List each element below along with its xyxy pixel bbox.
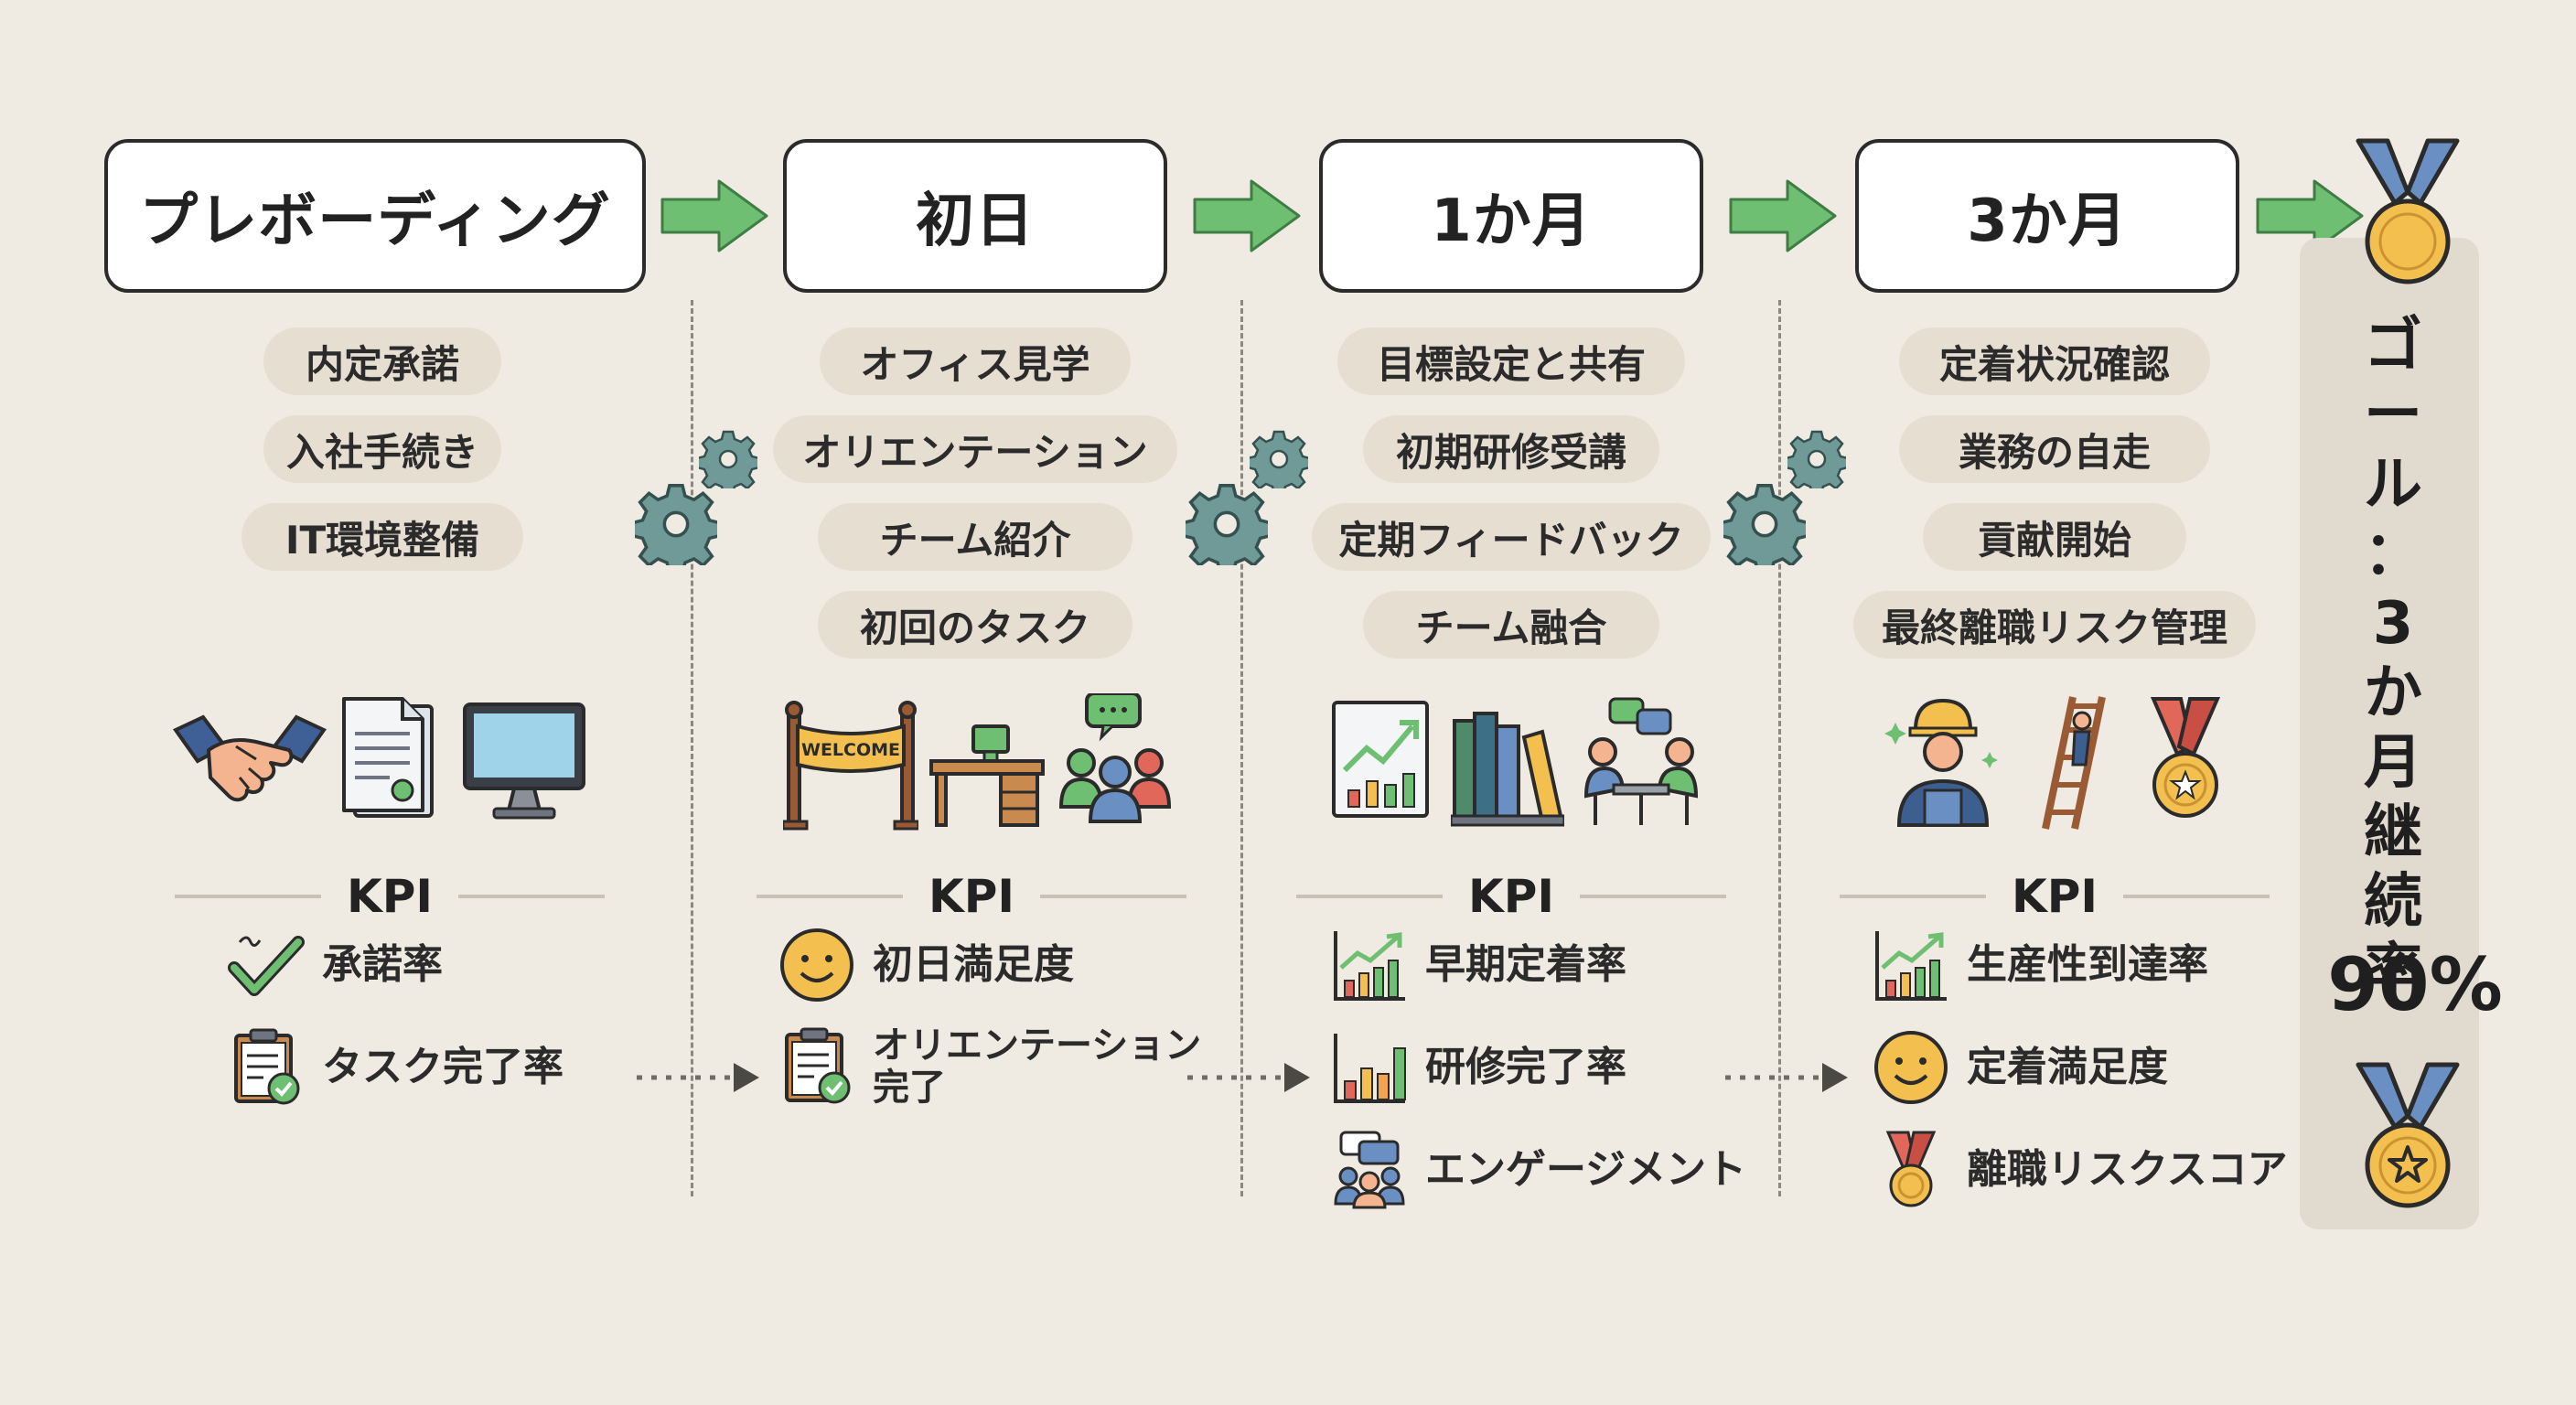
goal-label-char: 継 bbox=[2364, 799, 2422, 866]
task-pill: 内定承諾 bbox=[263, 327, 501, 395]
task-pill: 最終離職リスク管理 bbox=[1853, 591, 2256, 659]
computer-monitor-icon bbox=[463, 702, 585, 820]
task-pill: オフィス見学 bbox=[820, 327, 1131, 395]
medal-icon bbox=[2150, 697, 2221, 818]
arrow-right-icon bbox=[2256, 179, 2364, 252]
task-pill: 初回のタスク bbox=[818, 591, 1132, 659]
clipboard-check-icon bbox=[234, 1028, 300, 1105]
kpi-heading: KPI bbox=[175, 869, 605, 924]
arrow-right-icon bbox=[660, 179, 768, 252]
task-pill: チーム紹介 bbox=[818, 503, 1132, 571]
gear-icon bbox=[1186, 484, 1268, 565]
ladder-climb-icon bbox=[2042, 696, 2106, 830]
goal-label-char: ： bbox=[2364, 520, 2422, 588]
smiley-icon bbox=[780, 928, 853, 1002]
arrow-right-icon bbox=[1729, 179, 1837, 252]
stage-title-text: プレボーディング bbox=[139, 188, 611, 255]
task-pill: 目標設定と共有 bbox=[1337, 327, 1685, 395]
medal-icon bbox=[1885, 1131, 1937, 1207]
kpi-item: 離職リスクスコア bbox=[1872, 1131, 2288, 1209]
gear-icon bbox=[1787, 430, 1846, 488]
gear-icon bbox=[635, 484, 717, 565]
stage-one-month-title: 1か月 bbox=[1319, 139, 1703, 293]
handshake-icon bbox=[172, 714, 327, 802]
task-pill: チーム融合 bbox=[1363, 591, 1659, 659]
growth-chart-icon bbox=[1334, 931, 1405, 1001]
meeting-icon bbox=[1583, 697, 1699, 825]
kpi-heading: KPI bbox=[1296, 869, 1726, 924]
stage-title-text: 1か月 bbox=[1431, 188, 1592, 255]
worker-icon bbox=[1884, 698, 1998, 827]
medal-top-icon bbox=[2356, 138, 2460, 284]
kpi-item: 早期定着率 bbox=[1330, 926, 1626, 1004]
gear-icon bbox=[699, 430, 757, 488]
task-pill: 貢献開始 bbox=[1923, 503, 2186, 571]
goal-label-char: か bbox=[2364, 660, 2422, 727]
kpi-item: 研修完了率 bbox=[1330, 1028, 1626, 1107]
desk-icon bbox=[929, 724, 1045, 827]
goal-label-char: ー bbox=[2364, 381, 2422, 449]
goal-value: 90% bbox=[2327, 942, 2503, 1027]
column-divider bbox=[1778, 300, 1781, 1196]
arrow-right-icon bbox=[1193, 179, 1301, 252]
kpi-item: 承諾率 bbox=[227, 926, 443, 1004]
bar-chart-icon bbox=[1334, 1034, 1406, 1103]
kpi-item: 生産性到達率 bbox=[1872, 926, 2208, 1004]
check-signature-icon bbox=[228, 936, 305, 996]
goal-label-char: 月 bbox=[2364, 729, 2422, 797]
column-divider bbox=[1240, 300, 1243, 1196]
goal-label: ゴ ー ル ： 3 か 月 継 続 率 bbox=[2358, 311, 2428, 1006]
growth-chart-icon bbox=[1332, 701, 1429, 818]
kpi-label-multiline: オリエンテーション完了 bbox=[873, 1024, 1202, 1109]
kpi-heading: KPI bbox=[757, 869, 1186, 924]
smiley-icon bbox=[1874, 1031, 1948, 1104]
welcome-banner-text: WELCOME bbox=[801, 740, 900, 760]
kpi-heading: KPI bbox=[1840, 869, 2270, 924]
welcome-banner-icon: WELCOME bbox=[783, 701, 918, 831]
goal-label-char: 率 bbox=[2364, 938, 2422, 1005]
team-chat-icon bbox=[1058, 693, 1172, 823]
stage-preboarding-title: プレボーディング bbox=[104, 139, 646, 293]
dotted-connector-arrow bbox=[1725, 1063, 1848, 1092]
task-pill: 定着状況確認 bbox=[1899, 327, 2210, 395]
task-pill: 定期フィードバック bbox=[1312, 503, 1711, 571]
books-icon bbox=[1451, 712, 1564, 827]
goal-label-char: 3 bbox=[2372, 590, 2414, 658]
kpi-item: エンゲージメント bbox=[1330, 1131, 1746, 1209]
dotted-connector-arrow bbox=[1187, 1063, 1310, 1092]
gear-icon bbox=[1250, 430, 1308, 488]
document-icon bbox=[342, 697, 434, 818]
growth-chart-icon bbox=[1875, 931, 1947, 1001]
goal-label-char: ル bbox=[2364, 451, 2422, 519]
stage-title-text: 3か月 bbox=[1967, 188, 2128, 255]
task-pill: 業務の自走 bbox=[1899, 415, 2210, 483]
column-divider bbox=[691, 300, 693, 1196]
task-pill: 入社手続き bbox=[263, 415, 501, 483]
kpi-item: オリエンテーション完了 bbox=[778, 1024, 1201, 1109]
gear-icon bbox=[1723, 484, 1806, 565]
goal-label-char: ゴ bbox=[2364, 312, 2422, 380]
stage-title-text: 初日 bbox=[916, 188, 1035, 255]
kpi-item: タスク完了率 bbox=[227, 1028, 564, 1107]
stage-three-month-title: 3か月 bbox=[1855, 139, 2239, 293]
dotted-connector-arrow bbox=[637, 1063, 759, 1092]
task-pill: IT環境整備 bbox=[242, 503, 523, 571]
stage-first-day-title: 初日 bbox=[783, 139, 1167, 293]
goal-label-char: 続 bbox=[2364, 868, 2422, 936]
engagement-icon bbox=[1334, 1131, 1405, 1209]
medal-bottom-icon bbox=[2356, 1062, 2460, 1208]
clipboard-check-icon bbox=[785, 1027, 851, 1104]
task-pill: オリエンテーション bbox=[773, 415, 1177, 483]
task-pill: 初期研修受講 bbox=[1363, 415, 1659, 483]
kpi-item: 初日満足度 bbox=[778, 926, 1074, 1004]
kpi-item: 定着満足度 bbox=[1872, 1028, 2168, 1107]
